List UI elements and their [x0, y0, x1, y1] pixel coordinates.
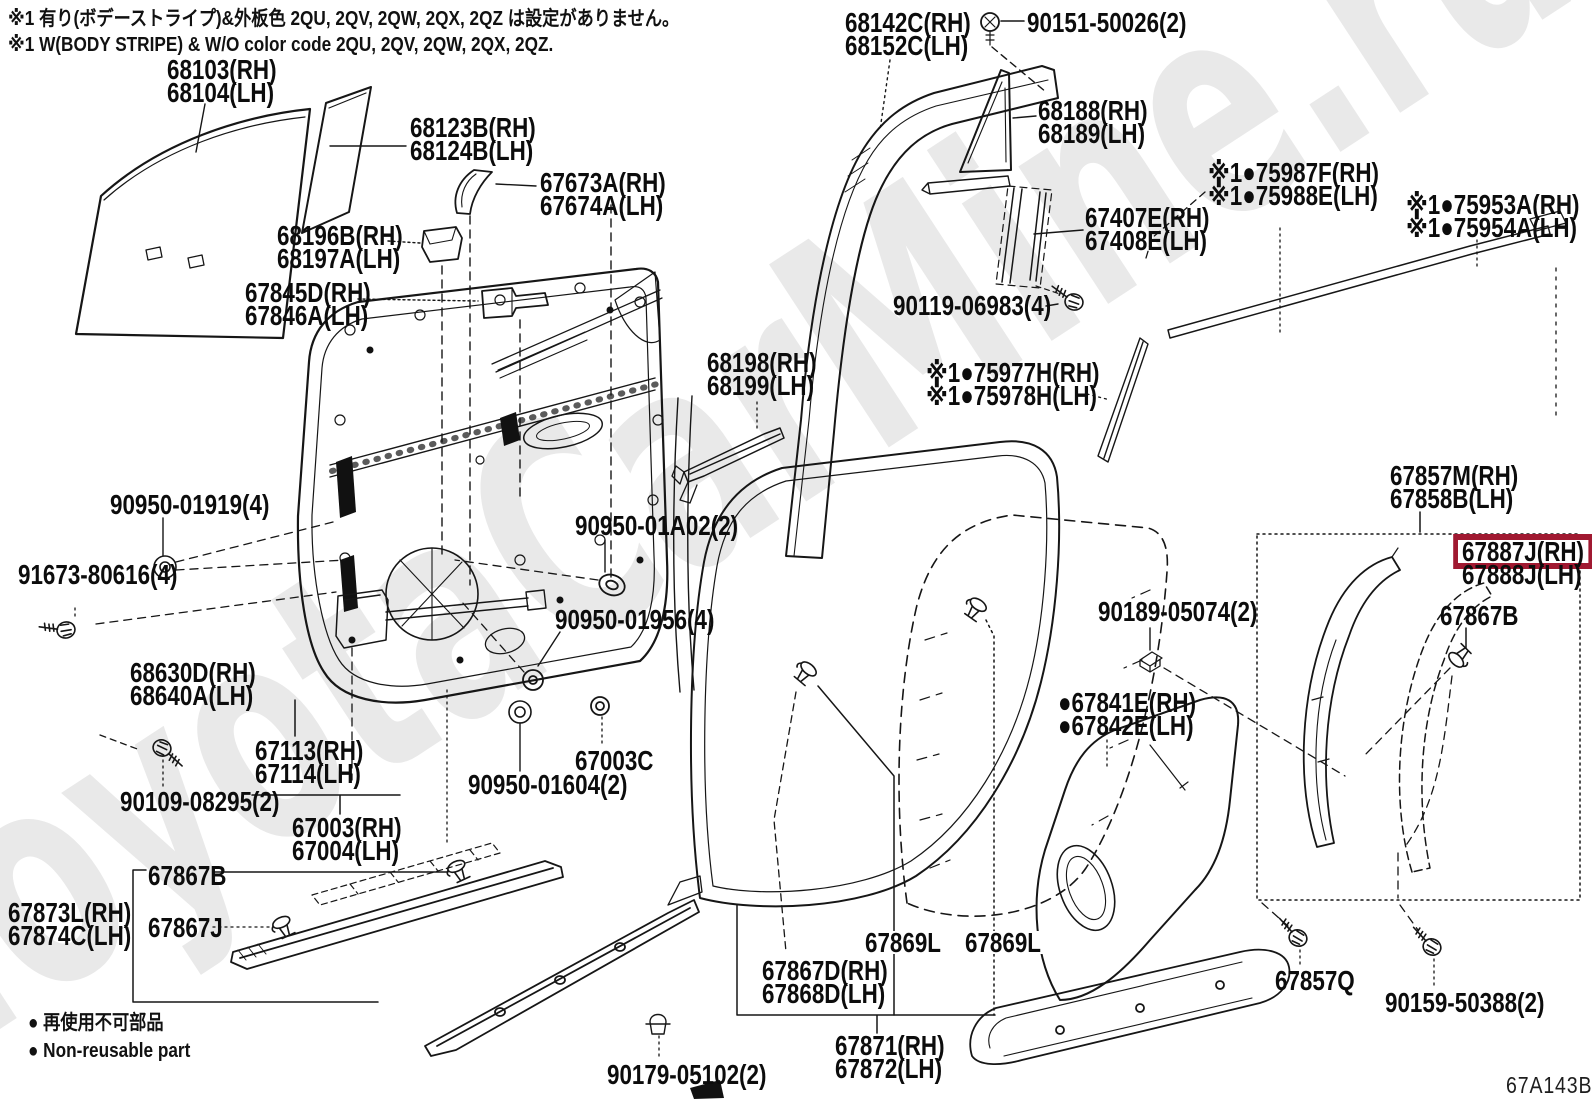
screw-67857Q-icon [1271, 915, 1313, 967]
screw-90159-icon [1405, 924, 1447, 989]
arch-moulding-box [1256, 511, 1581, 931]
glass-run-frame-drawing [785, 59, 1059, 559]
door-inner-panel-drawing [296, 267, 695, 704]
belt-moulding-drawings [1086, 191, 1567, 463]
sill-garnish-drawing [969, 948, 1291, 1065]
door-silhouette-dashed [898, 514, 1169, 917]
belt-moulding-lower-drawing [119, 689, 610, 1003]
service-hole-cover-drawing [1035, 627, 1346, 1001]
screw-90151-icon [980, 12, 1047, 93]
lower-garnish-drawing [424, 875, 724, 1099]
division-bar-drawing [995, 185, 1087, 313]
door-glass-drawing [74, 86, 407, 340]
lower-channel-drawing [671, 401, 785, 504]
left-fastener-icons [37, 517, 626, 789]
